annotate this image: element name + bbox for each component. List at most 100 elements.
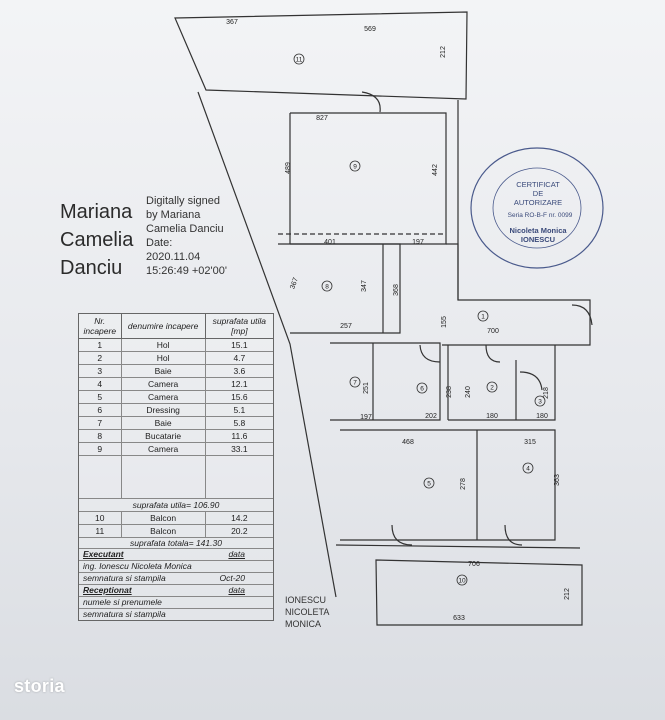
dim-180-b: 180	[536, 413, 548, 420]
dim-240: 240	[465, 386, 472, 398]
room-number-1: 1	[481, 314, 485, 321]
legend-cell-nr: 1	[79, 339, 122, 351]
legend-cell-name: Hol	[122, 339, 206, 351]
room-legend-table: Nr. incapere denumire incapere suprafata…	[78, 313, 274, 621]
dim-706: 706	[468, 561, 480, 568]
dim-257: 257	[340, 323, 352, 330]
legend-cell-name: Balcon	[122, 525, 206, 537]
signature-name: Mariana Camelia Danciu	[60, 201, 134, 279]
legend-cell-nr: 9	[79, 443, 122, 455]
room-number-8: 8	[325, 284, 329, 291]
legend-cell-area: 15.1	[231, 340, 248, 350]
legend-cell-nr: 2	[79, 352, 122, 364]
dim-468: 468	[402, 439, 414, 446]
stamp-serie: Seria RO-B-F nr. 0099	[507, 212, 573, 219]
executant-sign-row: semnatura si stampila Oct-20	[79, 573, 273, 585]
legend-cell-area: 12.1	[231, 379, 248, 389]
room-number-6: 6	[420, 386, 424, 393]
legend-cell-area: 4.7	[233, 353, 246, 363]
room-number-10: 10	[458, 578, 466, 585]
legend-cell-name: Baie	[122, 365, 206, 377]
room-number-4: 4	[526, 466, 530, 473]
room-number-2: 2	[490, 385, 494, 392]
legend-cell-area: 5.1	[233, 405, 246, 415]
dim-251: 251	[363, 382, 370, 394]
dim-197: 197	[412, 239, 424, 246]
legend-cell-name: Hol	[122, 352, 206, 364]
dim-827: 827	[316, 115, 328, 122]
legend-cell-name: Balcon	[122, 512, 206, 524]
room-number-5: 5	[427, 481, 431, 488]
legend-cell-name: Camera	[122, 443, 206, 455]
dim-442: 442	[432, 164, 439, 176]
legend-cell-name: Camera	[122, 391, 206, 403]
executant-name: ing. Ionescu Nicoleta Monica	[79, 561, 273, 573]
legend-cell-area: 15.6	[231, 392, 248, 402]
legend-cell-nr: 7	[79, 417, 122, 429]
legend-header: Nr. incapere denumire incapere suprafata…	[79, 314, 273, 339]
header-area: suprafata utila [mp]	[212, 316, 267, 336]
total-area: suprafata totala= 141.30	[79, 538, 273, 549]
dim-367-b: 367	[289, 277, 300, 290]
legend-cell-area: 33.1	[231, 444, 248, 454]
dim-197-b: 197	[360, 414, 372, 421]
dim-700: 700	[487, 328, 499, 335]
dim-238: 238	[446, 386, 453, 398]
signature-details: Digitally signed by Mariana Camelia Danc…	[146, 195, 227, 277]
legend-cell-name: Bucatarie	[122, 430, 206, 442]
legend-cell-area: 3.6	[233, 366, 246, 376]
stamp-holder: Nicoleta Monica IONESCU	[509, 226, 567, 244]
executant-row: Executant data	[79, 549, 273, 561]
dim-489: 489	[285, 162, 292, 174]
legend-cell-area: 14.2	[231, 513, 248, 523]
legend-cell-name: Camera	[122, 378, 206, 390]
dim-278: 278	[460, 478, 467, 490]
useful-area: suprafata utila= 106.90	[79, 499, 273, 512]
legend-cell-area: 5.8	[233, 418, 246, 428]
room-number-9: 9	[353, 164, 357, 171]
legend-cell-nr: 8	[79, 430, 122, 442]
stamp-title: CERTIFICAT DE AUTORIZARE	[513, 180, 563, 207]
legend-blank-rows	[79, 456, 273, 499]
legend-cell-nr: 3	[79, 365, 122, 377]
dim-367: 367	[226, 19, 238, 26]
legend-cell-area: 11.6	[231, 431, 248, 441]
dim-218: 218	[543, 387, 550, 399]
dim-212-bottom: 212	[564, 588, 571, 600]
dim-315: 315	[524, 439, 536, 446]
legend-cell-nr: 11	[79, 525, 122, 537]
dim-180-a: 180	[486, 413, 498, 420]
dim-401: 401	[324, 239, 336, 246]
author-name: IONESCU NICOLETA MONICA	[285, 595, 330, 629]
dim-212-top: 212	[440, 46, 447, 58]
dim-368: 368	[393, 284, 400, 296]
receptionat-row: Receptionat data	[79, 585, 273, 597]
legend-cell-nr: 10	[79, 512, 122, 524]
authorization-stamp	[470, 147, 604, 269]
legend-cell-nr: 4	[79, 378, 122, 390]
legend-cell-name: Baie	[122, 417, 206, 429]
legend-cell-name: Dressing	[122, 404, 206, 416]
dim-202: 202	[425, 413, 437, 420]
dim-633: 633	[453, 615, 465, 622]
dim-569: 569	[364, 26, 376, 33]
legend-cell-nr: 6	[79, 404, 122, 416]
legend-cell-area: 20.2	[231, 526, 248, 536]
header-name: denumire incapere	[122, 314, 206, 338]
room-number-11: 11	[296, 57, 303, 64]
dim-347: 347	[361, 280, 368, 292]
header-nr: Nr. incapere	[79, 314, 122, 338]
room-number-7: 7	[353, 380, 357, 387]
room-number-3: 3	[538, 399, 542, 406]
